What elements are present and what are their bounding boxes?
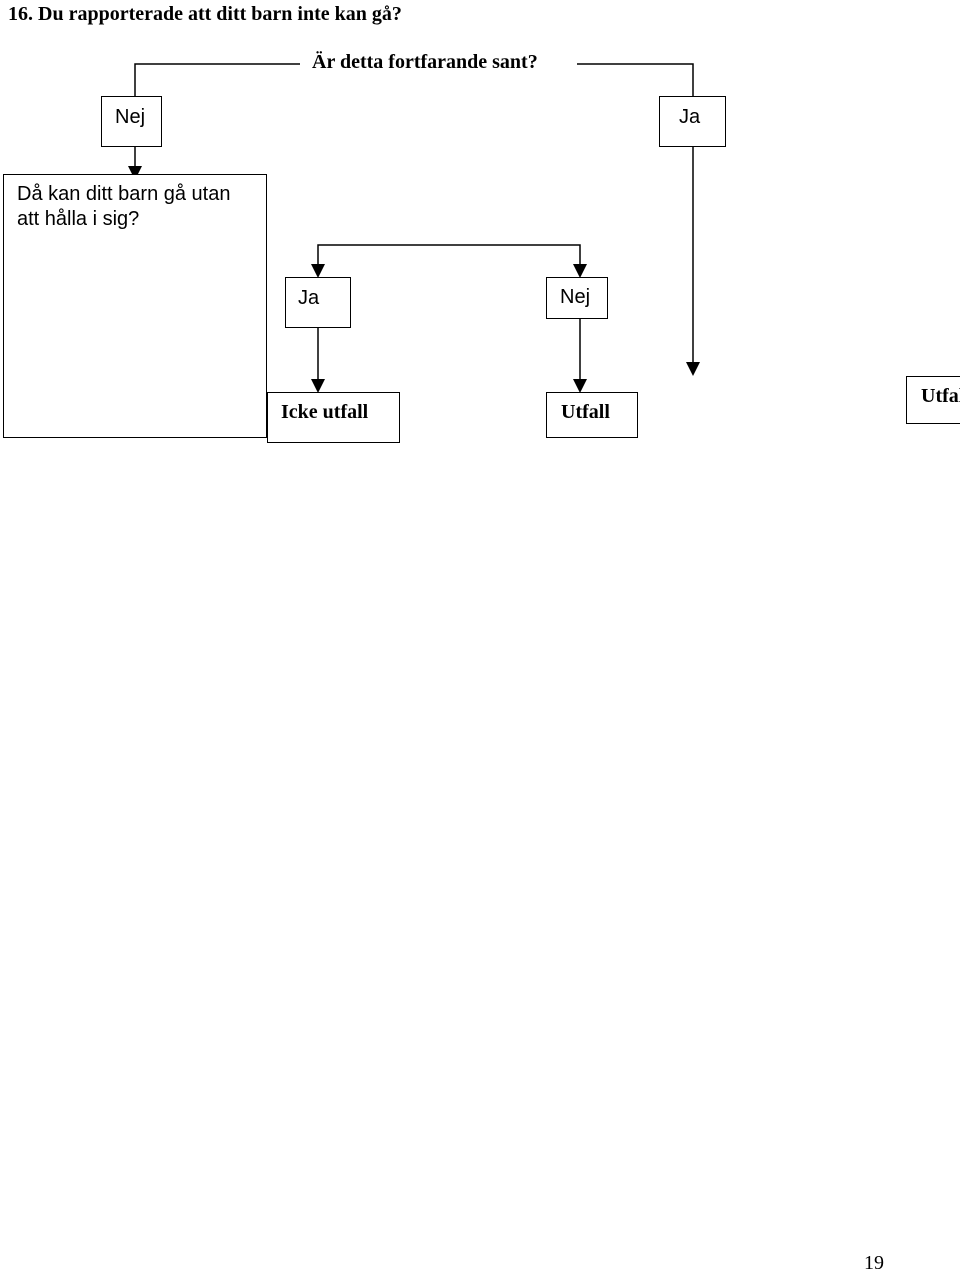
- flow-question-main: Är detta fortfarande sant?: [312, 51, 538, 73]
- answer-label: Nej: [115, 106, 146, 128]
- connector-bracket-ja-mid: [317, 244, 581, 264]
- page-heading: 16. Du rapporterade att ditt barn inte k…: [8, 3, 402, 25]
- arrowhead-to-nej-mid: [573, 264, 587, 278]
- outcome-box-utfall: Utfall: [546, 392, 638, 438]
- outcome-box-utfall-right: Utfall: [906, 376, 960, 424]
- answer-box-ja-top: Ja: [659, 96, 726, 147]
- answer-box-nej-top: Nej: [101, 96, 162, 147]
- answer-label: Nej: [560, 286, 591, 308]
- outcome-label: Utfall: [561, 401, 610, 423]
- arrowhead-to-ja-mid: [311, 264, 325, 278]
- outcome-label: Utfall: [921, 385, 960, 407]
- page-number: 19: [864, 1252, 884, 1274]
- outcome-box-icke-utfall: Icke utfall: [267, 392, 400, 443]
- answer-label: Ja: [298, 287, 320, 309]
- connector-question-to-ja: [577, 63, 694, 96]
- outcome-label: Icke utfall: [281, 401, 369, 423]
- arrowhead-to-utfall: [573, 379, 587, 393]
- answer-box-nej-mid: Nej: [546, 277, 608, 319]
- answer-box-ja-mid: Ja: [285, 277, 351, 328]
- connector-question-to-nej: [134, 63, 300, 96]
- arrowhead-to-question2: [128, 166, 142, 180]
- question-box-walk-unaided: Då kan ditt barn gå utan att hålla i sig…: [3, 174, 267, 438]
- question-label: Då kan ditt barn gå utan att hålla i sig…: [17, 183, 231, 230]
- arrowhead-ja-down: [686, 362, 700, 376]
- arrowhead-to-icke-utfall: [311, 379, 325, 393]
- answer-label: Ja: [679, 106, 701, 128]
